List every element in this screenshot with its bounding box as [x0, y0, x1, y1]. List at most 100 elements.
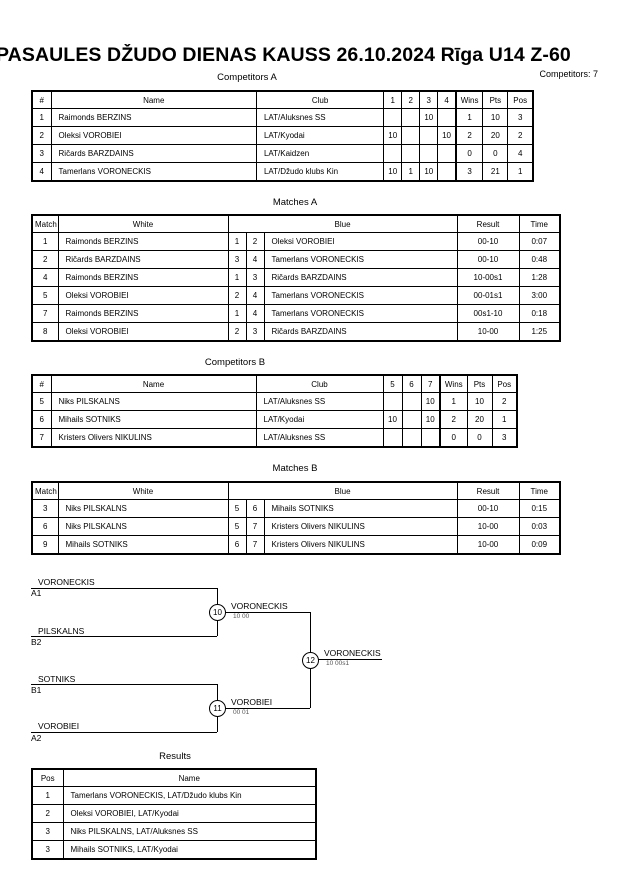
table-cell: 2 [227, 286, 247, 305]
table-cell [383, 108, 403, 127]
table-cell: 6 [245, 499, 265, 518]
table-cell: 2 [491, 392, 518, 411]
competitors-b-header-row: # Name Club 5 6 7 Wins Pts Pos [31, 374, 518, 393]
table-cell [401, 144, 421, 163]
table-cell: 2 [227, 322, 247, 342]
table-cell: LAT/Aluksnes SS [255, 108, 385, 127]
table-cell: 7 [31, 428, 52, 448]
table-cell: 0 [439, 428, 468, 448]
table-cell: 6 [227, 535, 247, 555]
table-cell: Mihails SOTNIKS [57, 535, 229, 555]
col-header: 1 [383, 90, 403, 109]
table-cell: Niks PILSKALNS [57, 517, 229, 536]
match-10-circle: 10 [209, 604, 226, 621]
table-cell: 21 [482, 162, 509, 182]
table-cell: 3:00 [518, 286, 561, 305]
table-cell: 10 [383, 162, 403, 182]
table-cell: Kristers Olivers NIKULINS [50, 428, 257, 448]
table-cell: 1 [439, 392, 468, 411]
table-cell: Tamerlans VORONECKIS [263, 250, 458, 269]
table-cell: 7 [245, 535, 265, 555]
bracket-b1-name: SOTNIKS [38, 674, 76, 684]
table-cell [437, 108, 457, 127]
table-cell: 10 [419, 108, 439, 127]
table-cell: 00s1-10 [456, 304, 520, 323]
table-cell: Oleksi VOROBIEI [263, 232, 458, 251]
table-cell: Ričards BARZDAINS [263, 322, 458, 342]
col-header: 2 [401, 90, 421, 109]
table-cell: Mihails SOTNIKS [50, 410, 257, 429]
table-cell: 1 [507, 162, 534, 182]
table-cell: 5 [227, 517, 247, 536]
table-cell: Niks PILSKALNS [57, 499, 229, 518]
col-header: Pos [491, 374, 518, 393]
table-cell: 2 [507, 126, 534, 145]
table-cell: Niks PILSKALNS [50, 392, 257, 411]
table-cell [437, 144, 457, 163]
table-cell: 4 [245, 304, 265, 323]
table-cell: 10-00s1 [456, 268, 520, 287]
table-cell: 1 [454, 108, 484, 127]
bracket-m11-score: 00 01 [233, 709, 250, 716]
col-header: Name [62, 768, 317, 787]
col-header: Pts [466, 374, 493, 393]
table-cell: 0:15 [518, 499, 561, 518]
table-cell: Tamerlans VORONECKIS [263, 304, 458, 323]
table-cell: 1:28 [518, 268, 561, 287]
table-cell: 5 [31, 392, 52, 411]
table-cell: Kristers Olivers NIKULINS [263, 535, 458, 555]
table-cell: 9 [31, 535, 59, 555]
bracket-b2-label: B2 [31, 637, 42, 647]
table-cell: 1 [31, 232, 59, 251]
table-cell: 10 [437, 126, 457, 145]
table-cell: Oleksi VOROBIEI [57, 322, 229, 342]
col-header: # [31, 374, 52, 393]
col-header: Wins [439, 374, 468, 393]
table-cell: LAT/Aluksnes SS [255, 428, 384, 448]
bracket-m12-score: 10 00s1 [326, 660, 350, 667]
table-cell: 3 [31, 822, 64, 841]
table-cell: 1 [227, 304, 247, 323]
col-header: Name [50, 90, 257, 109]
table-cell: 3 [454, 162, 484, 182]
col-header: Pos [507, 90, 534, 109]
col-header: 5 [382, 374, 403, 393]
table-cell: Raimonds BERZINS [57, 268, 229, 287]
table-cell: 6 [31, 410, 52, 429]
competitors-b-title: Competitors B [204, 357, 266, 368]
table-cell: 0:18 [518, 304, 561, 323]
col-header: Match [31, 214, 59, 233]
table-cell [401, 108, 421, 127]
table-cell: 7 [245, 517, 265, 536]
table-cell: LAT/Aluksnes SS [255, 392, 384, 411]
table-cell: 1 [227, 268, 247, 287]
table-cell: 0:03 [518, 517, 561, 536]
table-cell: 10 [382, 410, 403, 429]
table-cell: 10-00 [456, 322, 520, 342]
table-cell: 1 [227, 232, 247, 251]
table-cell: 2 [31, 126, 52, 145]
table-cell: 3 [227, 250, 247, 269]
page-title: PASAULES DŽUDO DIENAS KAUSS 26.10.2024 R… [0, 44, 571, 66]
table-cell: 00-01s1 [456, 286, 520, 305]
table-cell: 0 [466, 428, 493, 448]
table-cell: 3 [245, 268, 265, 287]
table-cell: 2 [31, 250, 59, 269]
table-cell: 10 [466, 392, 493, 411]
bracket-line [225, 708, 310, 709]
table-cell: 0:48 [518, 250, 561, 269]
bracket-b2-name: PILSKALNS [38, 626, 85, 636]
col-header: Wins [454, 90, 484, 109]
col-header: 7 [420, 374, 441, 393]
table-cell: Tamerlans VORONECKIS [263, 286, 458, 305]
bracket-a1-label: A1 [31, 588, 42, 598]
bracket-a2-label: A2 [31, 733, 42, 743]
col-header: Blue [227, 481, 458, 500]
table-cell: 2 [439, 410, 468, 429]
